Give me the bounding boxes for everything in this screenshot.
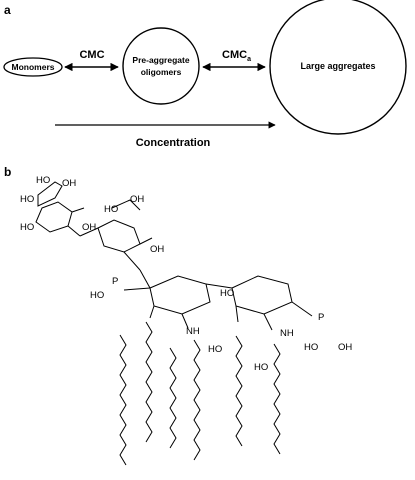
kdo1-ring xyxy=(35,201,73,233)
acyl-chain-4 xyxy=(193,339,201,461)
glcn1-ring xyxy=(149,275,211,315)
acyl-chain-5 xyxy=(235,335,243,447)
cmca-label: CMCa xyxy=(222,49,251,63)
atom-ho-9: HO xyxy=(208,344,222,355)
atom-nh-1: NH xyxy=(186,326,200,337)
panel-a-label: a xyxy=(4,3,11,17)
atom-p-2: P xyxy=(318,312,324,323)
monomers-label: Monomers xyxy=(12,62,55,72)
glcn1-c6-bond xyxy=(139,269,151,289)
atom-ho-8: HO xyxy=(254,362,268,373)
atom-ho-1: HO xyxy=(36,175,50,186)
lipid-a-structure: HO OH HO HO OH OH HO OH P HO NH HO NH P … xyxy=(20,175,352,466)
atom-oh-2: OH xyxy=(82,222,96,233)
kdo2-ring xyxy=(97,219,141,253)
phosphate2-bond xyxy=(291,301,313,317)
kdo1-side-chain xyxy=(37,181,63,207)
cmc-label: CMC xyxy=(79,49,104,61)
preaggregate-label-line2: oligomers xyxy=(141,67,182,77)
phosphate1-bond xyxy=(123,287,151,291)
acyl-chain-6 xyxy=(273,343,281,455)
glycosidic-bond xyxy=(205,283,233,289)
acyl-chain-1 xyxy=(119,334,127,466)
atom-oh-3: OH xyxy=(130,194,144,205)
atom-nh-2: NH xyxy=(280,328,294,339)
atom-ho-3: HO xyxy=(20,222,34,233)
concentration-label: Concentration xyxy=(136,137,211,149)
preaggregate-label-line1: Pre-aggregate xyxy=(132,55,189,65)
kdo1-carboxyl-bond xyxy=(71,207,85,213)
atom-oh-5: OH xyxy=(338,342,352,353)
kdo1-glycosidic-bond xyxy=(67,225,81,237)
preaggregate-circle xyxy=(122,27,200,105)
large-aggregates-circle xyxy=(269,0,407,135)
large-aggregates-label: Large aggregates xyxy=(300,61,375,71)
amide1-bond xyxy=(181,313,189,329)
monomers-oval xyxy=(3,57,63,77)
amide2-bond xyxy=(263,313,273,331)
atom-ho-4: HO xyxy=(104,204,118,215)
ester1-bond xyxy=(149,305,155,319)
ester2-bond xyxy=(235,305,239,323)
kdo-kdo-link xyxy=(79,227,99,237)
atom-ho-5: HO xyxy=(90,290,104,301)
atom-p-1: P xyxy=(112,276,118,287)
atom-oh-4: OH xyxy=(150,244,164,255)
atom-ho-7: HO xyxy=(304,342,318,353)
atom-ho-6: HO xyxy=(220,288,234,299)
acyl-chain-2 xyxy=(145,321,153,443)
acyl-chain-3 xyxy=(169,347,177,449)
kdo2-carboxyl-bond xyxy=(139,237,153,245)
glcn2-ring xyxy=(231,275,293,315)
atom-oh-1: OH xyxy=(62,178,76,189)
kdo2-link-bond xyxy=(123,251,141,271)
kdo2-side-chain xyxy=(111,199,141,211)
atom-ho-2: HO xyxy=(20,194,34,205)
panel-b-label: b xyxy=(4,165,11,179)
